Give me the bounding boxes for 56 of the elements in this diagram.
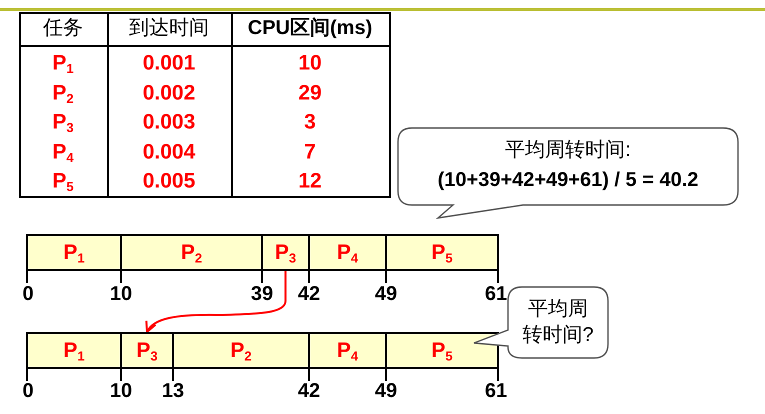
tick-label: 39 [250, 283, 274, 305]
process-label: P$_{4}$ [336, 338, 358, 362]
callout-text: 平均周转时间? [521, 297, 595, 348]
tick-label: 13 [162, 380, 184, 402]
gantt-segment [385, 234, 499, 271]
tick-label: 49 [374, 380, 398, 402]
arrival-time: 0.005 [142, 169, 196, 193]
task-name: P$_{4}$ [52, 140, 74, 164]
gantt-segment [385, 332, 499, 369]
gantt-segment [308, 332, 387, 369]
process-label: P$_{5}$ [431, 338, 453, 362]
gantt-segment [120, 234, 263, 271]
burst-time: 29 [298, 81, 322, 105]
process-label: P$_{1}$ [63, 338, 85, 362]
gantt-segment [120, 332, 174, 369]
arrow [146, 270, 286, 333]
task-name: P$_{1}$ [52, 51, 74, 75]
gantt-segment [26, 332, 122, 369]
speech-bubble [397, 127, 739, 219]
tick-label: 49 [374, 283, 398, 305]
callout-text: (10+39+42+49+61) / 5 = 40.2 [438, 169, 698, 191]
tick-label: 10 [110, 283, 132, 305]
tick-label: 0 [22, 283, 34, 305]
tick-label: 61 [484, 283, 508, 305]
process-label: P$_{2}$ [230, 338, 252, 362]
arrival-time: 0.004 [142, 140, 196, 164]
column-header: CPU区间(ms) [248, 17, 372, 39]
tick-label: 42 [298, 283, 320, 305]
burst-time: 10 [298, 51, 322, 75]
process-label: P$_{4}$ [336, 240, 358, 264]
tick-label: 0 [22, 380, 34, 402]
process-label: P$_{3}$ [136, 338, 158, 362]
speech-bubble [473, 286, 609, 359]
callout-text: 平均周转时间: [505, 139, 631, 161]
gantt-segment [26, 234, 122, 271]
process-label: P$_{1}$ [63, 240, 85, 264]
arrival-time: 0.001 [142, 51, 196, 75]
task-name: P$_{5}$ [52, 169, 74, 193]
tick-label: 10 [110, 380, 132, 402]
burst-time: 12 [298, 169, 322, 193]
tick-label: 61 [484, 380, 508, 402]
burst-time: 3 [304, 110, 316, 134]
task-name: P$_{2}$ [52, 81, 74, 105]
process-label: P$_{2}$ [180, 240, 202, 264]
process-label: P$_{5}$ [431, 240, 453, 264]
process-label: P$_{3}$ [274, 240, 296, 264]
gantt-segment [172, 332, 310, 369]
tick-label: 42 [298, 380, 320, 402]
gantt-segment [261, 234, 310, 271]
column-header: 到达时间 [129, 17, 209, 39]
column-header: 任务 [43, 17, 83, 39]
arrival-time: 0.003 [142, 110, 196, 134]
arrival-time: 0.002 [142, 81, 196, 105]
task-name: P$_{3}$ [52, 110, 74, 134]
gantt-segment [308, 234, 387, 271]
burst-time: 7 [304, 140, 316, 164]
